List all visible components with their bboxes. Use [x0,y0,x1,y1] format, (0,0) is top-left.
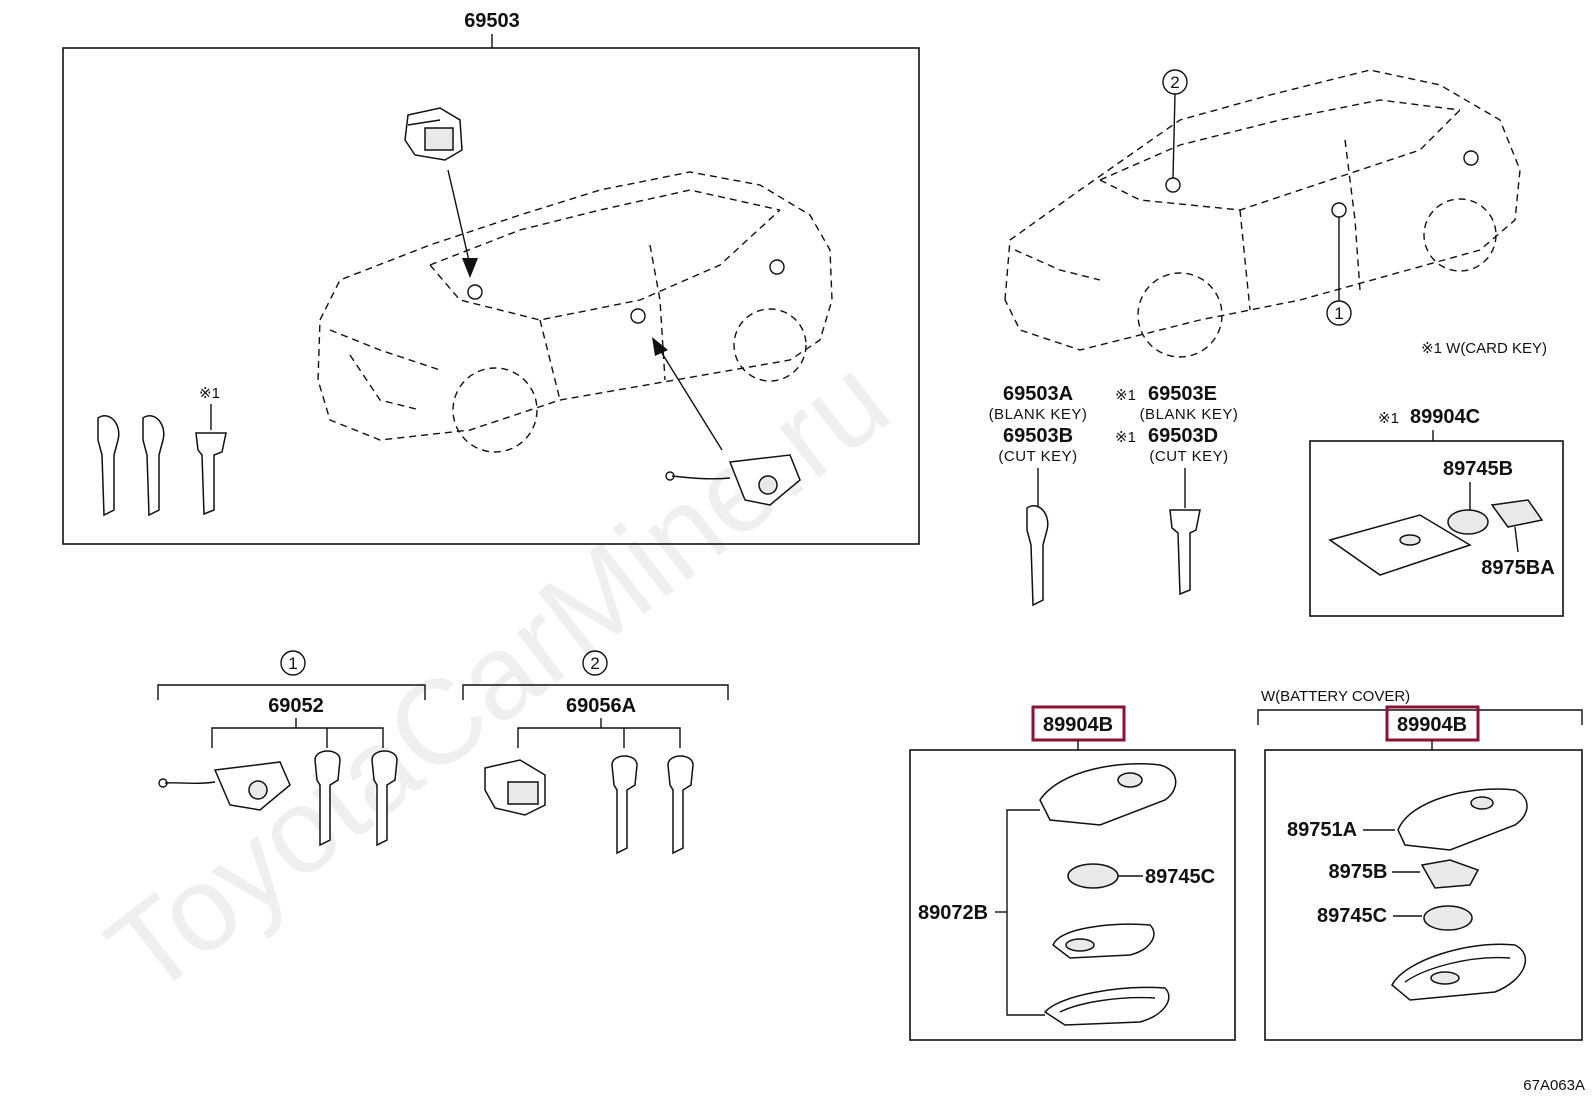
key-e-mark: ※1 [1115,387,1136,404]
transmitter-left-housing-label[interactable]: 89072B [918,902,988,924]
group-1-lock-cylinder[interactable] [158,761,291,811]
group-2-label[interactable]: 69056A [566,695,636,717]
key-e-label[interactable]: 69503E [1148,383,1217,405]
key-card-emergency[interactable] [195,432,227,516]
main-assembly-group: 69503 [62,10,920,545]
card-battery-label[interactable]: 89745B [1443,458,1513,480]
key-ed-group: ※1 69503E (BLANK KEY) ※1 69503D (CUT KEY… [1115,383,1239,596]
key-ab-part[interactable] [1026,505,1049,607]
key-e-sub: (BLANK KEY) [1140,406,1239,423]
car-callout-1: 1 [1326,217,1352,326]
transmitter-left-label[interactable]: 89904B [1043,714,1113,736]
ignition-cylinder-part[interactable] [404,107,463,161]
transmitter-right-frame [1264,749,1583,1041]
key-left-1[interactable] [97,415,120,517]
key-a-sub: (BLANK KEY) [989,406,1088,423]
transmitter-left-case[interactable] [1043,986,1170,1026]
transmitter-right-group: W(BATTERY COVER) 89904B 89751A 8975B 897… [1257,688,1583,1041]
group-1-label[interactable]: 69052 [268,695,324,717]
arrow-shaft [659,349,723,451]
card-assembly-mark: ※1 [1378,410,1399,427]
group-2-ignition-cylinder[interactable] [484,759,546,816]
group-1-circle: 1 [288,654,297,673]
card-part-8975BA[interactable] [1490,499,1544,528]
card-key-frame [1309,440,1564,617]
group-2-key-2[interactable] [667,755,694,855]
car-callout-2: 2 [1162,69,1188,179]
key-ed-part[interactable] [1169,509,1201,596]
key-d-mark: ※1 [1115,429,1136,446]
arrow-head [652,337,668,356]
svg-text:2: 2 [1170,73,1179,92]
arrow-head [462,258,478,278]
transmitter-left-battery-label[interactable]: 89745C [1145,866,1215,888]
transmitter-left-battery[interactable] [1067,863,1119,889]
svg-text:1: 1 [1334,304,1343,323]
group-1-key-2[interactable] [371,750,398,847]
car-outline-right [1004,69,1521,358]
group-2: 2 69056A [462,650,729,855]
transmitter-left-board[interactable] [1052,923,1155,959]
transmitter-right-case[interactable] [1391,943,1526,1001]
card-key-group: ※1 89904C 89745B 8975BA [1309,406,1564,617]
key-d-sub: (CUT KEY) [1149,448,1228,465]
diagram-code: 67A063A [1523,1077,1585,1094]
card-part-label[interactable]: 8975BA [1481,557,1554,579]
group-1-key-1[interactable] [314,750,341,847]
transmitter-left-frame [909,749,1236,1041]
key-b-sub: (CUT KEY) [998,448,1077,465]
key-a-label[interactable]: 69503A [1003,383,1073,405]
main-assembly-frame [62,47,920,545]
card-body-part[interactable] [1328,514,1472,576]
card-battery-part[interactable] [1447,509,1489,535]
transmitter-left-cover[interactable] [1039,763,1177,826]
housing-bracket [1006,809,1045,1016]
transmitter-right-cover[interactable] [1397,788,1528,851]
key-b-label[interactable]: 69503B [1003,425,1073,447]
door-lock-cylinder-part[interactable] [665,454,801,506]
transmitter-right-battery-label[interactable]: 89745C [1317,905,1387,927]
main-assembly-label[interactable]: 69503 [464,10,520,32]
car-outline-left [317,171,833,453]
group-1: 1 69052 [157,650,426,847]
transmitter-right-label[interactable]: 89904B [1397,714,1467,736]
group-2-key-1[interactable] [611,755,638,855]
transmitter-right-part-label[interactable]: 8975B [1329,861,1388,883]
transmitter-right-battery[interactable] [1423,905,1473,931]
card-assembly-label[interactable]: 89904C [1410,406,1480,428]
note-mark-1: ※1 [199,385,220,402]
transmitter-right-part[interactable] [1420,859,1480,889]
arrow-shaft [447,169,471,266]
group-2-circle: 2 [590,654,599,673]
key-ab-group: 69503A (BLANK KEY) 69503B (CUT KEY) [989,383,1088,607]
key-left-2[interactable] [142,415,165,517]
battery-cover-note: W(BATTERY COVER) [1261,688,1410,705]
key-d-label[interactable]: 69503D [1148,425,1218,447]
transmitter-left-group: 89904B 89745C 89072B [909,705,1236,1041]
card-key-note: ※1 W(CARD KEY) [1421,340,1547,357]
transmitter-right-cover-label[interactable]: 89751A [1287,819,1357,841]
